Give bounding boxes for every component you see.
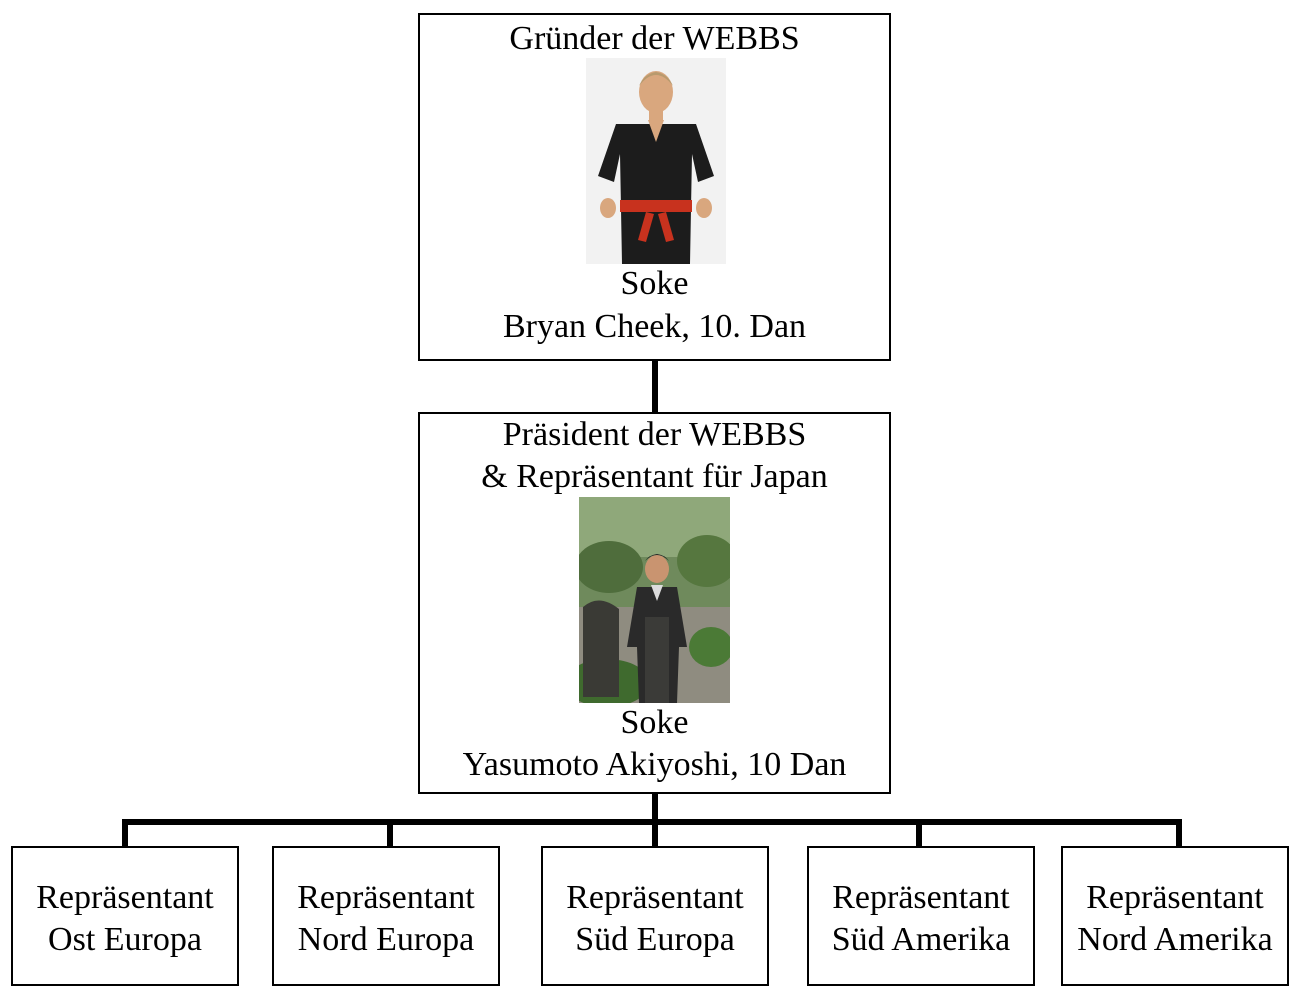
president-portrait-illustration [579, 497, 730, 703]
founder-name: Bryan Cheek, 10. Dan [502, 308, 807, 345]
representative-label: Repräsentant [36, 879, 214, 916]
representative-label: Repräsentant [566, 879, 744, 916]
representative-box-sued-europa: Repräsentant Süd Europa [541, 846, 769, 986]
representative-label: Repräsentant [297, 879, 475, 916]
connector-drop-ost-europa [122, 819, 128, 846]
connector-founder-president [652, 361, 658, 412]
representative-box-ost-europa: Repräsentant Ost Europa [11, 846, 239, 986]
connector-drop-sued-amerika [916, 819, 922, 846]
president-box: Präsident der WEBBS & Repräsentant für J… [418, 412, 891, 794]
president-rank: Soke [620, 704, 689, 741]
representative-region: Nord Europa [297, 921, 475, 958]
connector-drop-nord-europa [387, 819, 393, 846]
founder-photo [586, 58, 726, 264]
president-title-line2: & Repräsentant für Japan [481, 458, 828, 495]
founder-title: Gründer der WEBBS [509, 20, 800, 57]
connector-drop-sued-europa [652, 819, 658, 846]
representative-region: Ost Europa [48, 921, 202, 958]
president-name: Yasumoto Akiyoshi, 10 Dan [462, 746, 847, 783]
founder-rank: Soke [620, 265, 689, 302]
president-photo [579, 497, 730, 703]
connector-drop-nord-amerika [1176, 819, 1182, 846]
representative-region: Süd Amerika [831, 921, 1011, 958]
representative-label: Repräsentant [832, 879, 1010, 916]
representative-box-nord-amerika: Repräsentant Nord Amerika [1061, 846, 1289, 986]
founder-portrait-illustration [586, 58, 726, 264]
founder-box: Gründer der WEBBS Soke Bryan Cheek, 10. … [418, 13, 891, 361]
president-title-line1: Präsident der WEBBS [502, 416, 807, 453]
representative-region: Süd Europa [575, 921, 735, 958]
representative-box-nord-europa: Repräsentant Nord Europa [272, 846, 500, 986]
representative-box-sued-amerika: Repräsentant Süd Amerika [807, 846, 1035, 986]
representative-region: Nord Amerika [1077, 921, 1273, 958]
connector-president-bus [652, 794, 658, 821]
representative-label: Repräsentant [1086, 879, 1264, 916]
